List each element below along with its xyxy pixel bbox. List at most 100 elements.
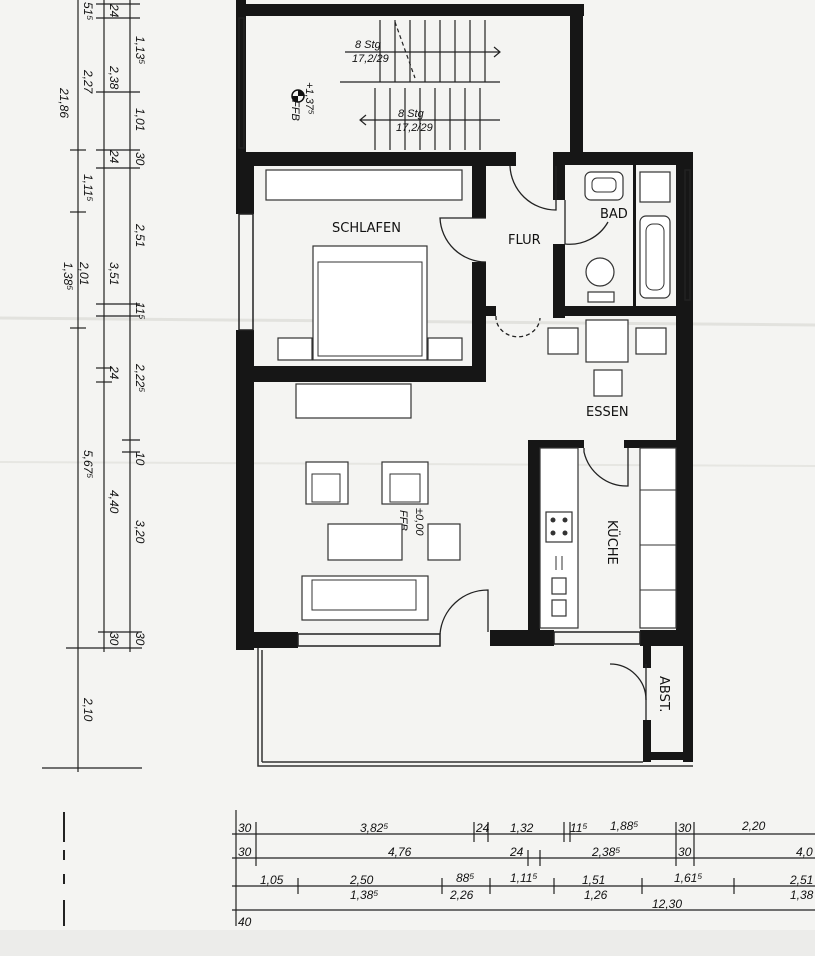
toilet (585, 257, 615, 287)
dimension-labels-left: 21,86 2,27 1,38⁵ 5,67⁵ 2,10 1,11⁵ 2,01 1… (57, 2, 147, 722)
dim-label: 24 (107, 149, 121, 164)
dining-table (585, 319, 629, 363)
washbasin (584, 171, 624, 201)
dining-chair (593, 369, 623, 397)
dim-label: 21,86 (57, 87, 71, 118)
wall-kitchen-left (528, 440, 540, 630)
level-value: ±0,00 (413, 508, 425, 536)
wall-bath-bottom-stub (486, 306, 496, 316)
armchair-seat (311, 473, 341, 503)
page-bottom-band (0, 930, 815, 956)
dim-label: 1,05 (260, 873, 284, 887)
wall-outer-left (236, 330, 254, 650)
wall-kitchen-top-left (528, 440, 584, 448)
level-marker-upper: +1,37⁵ FFB (289, 82, 315, 121)
dim-label: 1,51 (582, 873, 605, 887)
wall-storage-left-bottom (643, 720, 651, 762)
burner (562, 530, 568, 536)
door-flur (509, 165, 557, 211)
dining-chair (635, 327, 667, 355)
wall-kitchen-top-right (624, 440, 676, 448)
burner (550, 530, 556, 536)
cooktop (545, 511, 573, 543)
side-table (427, 523, 461, 561)
dim-label: 1,61⁵ (674, 871, 702, 885)
stair-lower-count: 8 Stg (398, 108, 425, 120)
dim-label: 2,38⁵ (591, 845, 620, 859)
dim-label: 24 (107, 3, 121, 18)
dimension-lines-left (42, 0, 142, 772)
sideboard (295, 383, 412, 419)
dim-label: 30 (107, 632, 121, 646)
dim-label: 1,13⁵ (133, 36, 147, 64)
windows (238, 17, 691, 647)
wall-bed-flur-bottom (472, 262, 486, 380)
dim-label: 4,76 (388, 845, 412, 859)
window-stair (238, 17, 245, 149)
window-living (297, 633, 441, 647)
wall-bath-divider (633, 165, 636, 306)
dim-label: 3,82⁵ (360, 821, 388, 835)
stair-upper-ratio: 17,2/29 (352, 53, 389, 65)
dim-label: 88⁵ (456, 871, 474, 885)
dim-label: 2,51 (789, 873, 813, 887)
dim-label: 4,40 (107, 490, 121, 514)
dim-label: 2,50 (349, 873, 374, 887)
bed-mattress (317, 261, 423, 357)
dim-label: 24 (107, 365, 121, 380)
dim-label: 2,38 (107, 65, 121, 90)
dim-label: 1,32 (510, 821, 534, 835)
wall-flur-bath-top (553, 158, 565, 200)
dim-label: 30 (133, 632, 147, 646)
wall-stair-bottom (236, 152, 516, 166)
stairs (340, 20, 501, 150)
room-label-schlafen: SCHLAFEN (332, 221, 401, 236)
dim-label: 2,22⁵ (133, 363, 147, 392)
dimension-labels-bottom: 30 3,82⁵ 24 1,32 11⁵ 1,88⁵ 30 2,20 30 4,… (238, 819, 814, 929)
wall-stair-right (570, 4, 583, 158)
nightstand (277, 337, 313, 361)
wall-storage-left (643, 640, 651, 668)
dim-label: 30 (238, 821, 252, 835)
room-label-flur: FLUR (508, 233, 541, 248)
burner (562, 517, 568, 523)
stair-upper-count: 8 Stg (355, 39, 382, 51)
dim-label: 2,10 (81, 697, 95, 722)
stair-arrow-head (359, 114, 367, 126)
armchair-seat (389, 473, 421, 503)
stair-break-line (394, 21, 416, 79)
door-passage-arc (495, 315, 541, 338)
wall-outer-left-top (236, 152, 254, 214)
dim-label: 5,67⁵ (81, 450, 95, 478)
wall-bottom-left (236, 632, 298, 648)
level-unit: FFB (289, 100, 301, 121)
walls (236, 0, 693, 762)
window-bath (684, 169, 691, 301)
sofa-seat (311, 579, 417, 611)
door-balcony (439, 589, 489, 635)
balcony-outline (257, 648, 693, 767)
wardrobe (265, 169, 463, 201)
dim-label: 1,11⁵ (81, 174, 95, 202)
wall-bath-bottom (565, 306, 693, 316)
kitchen-sink (551, 599, 567, 617)
dim-label: 24 (509, 845, 524, 859)
toilet-tank (587, 291, 615, 303)
wall-bath-top (553, 152, 693, 165)
wall-storage-bottom (643, 752, 693, 760)
dim-label: 1,88⁵ (610, 819, 638, 833)
wall-outer-right (676, 152, 693, 646)
nightstand (427, 337, 463, 361)
room-label-kueche: KÜCHE (604, 520, 621, 565)
wall-stair-top (236, 4, 584, 16)
level-value: +1,37⁵ (303, 82, 315, 115)
washbasin-bowl (591, 177, 617, 193)
bathtub (639, 215, 671, 299)
sofa (301, 575, 429, 621)
dim-label: 1,38 (790, 888, 814, 902)
furniture (265, 169, 677, 629)
wall-flur-bath-bottom (553, 244, 565, 318)
double-bed (312, 245, 428, 361)
cooktop-burners (550, 517, 568, 536)
